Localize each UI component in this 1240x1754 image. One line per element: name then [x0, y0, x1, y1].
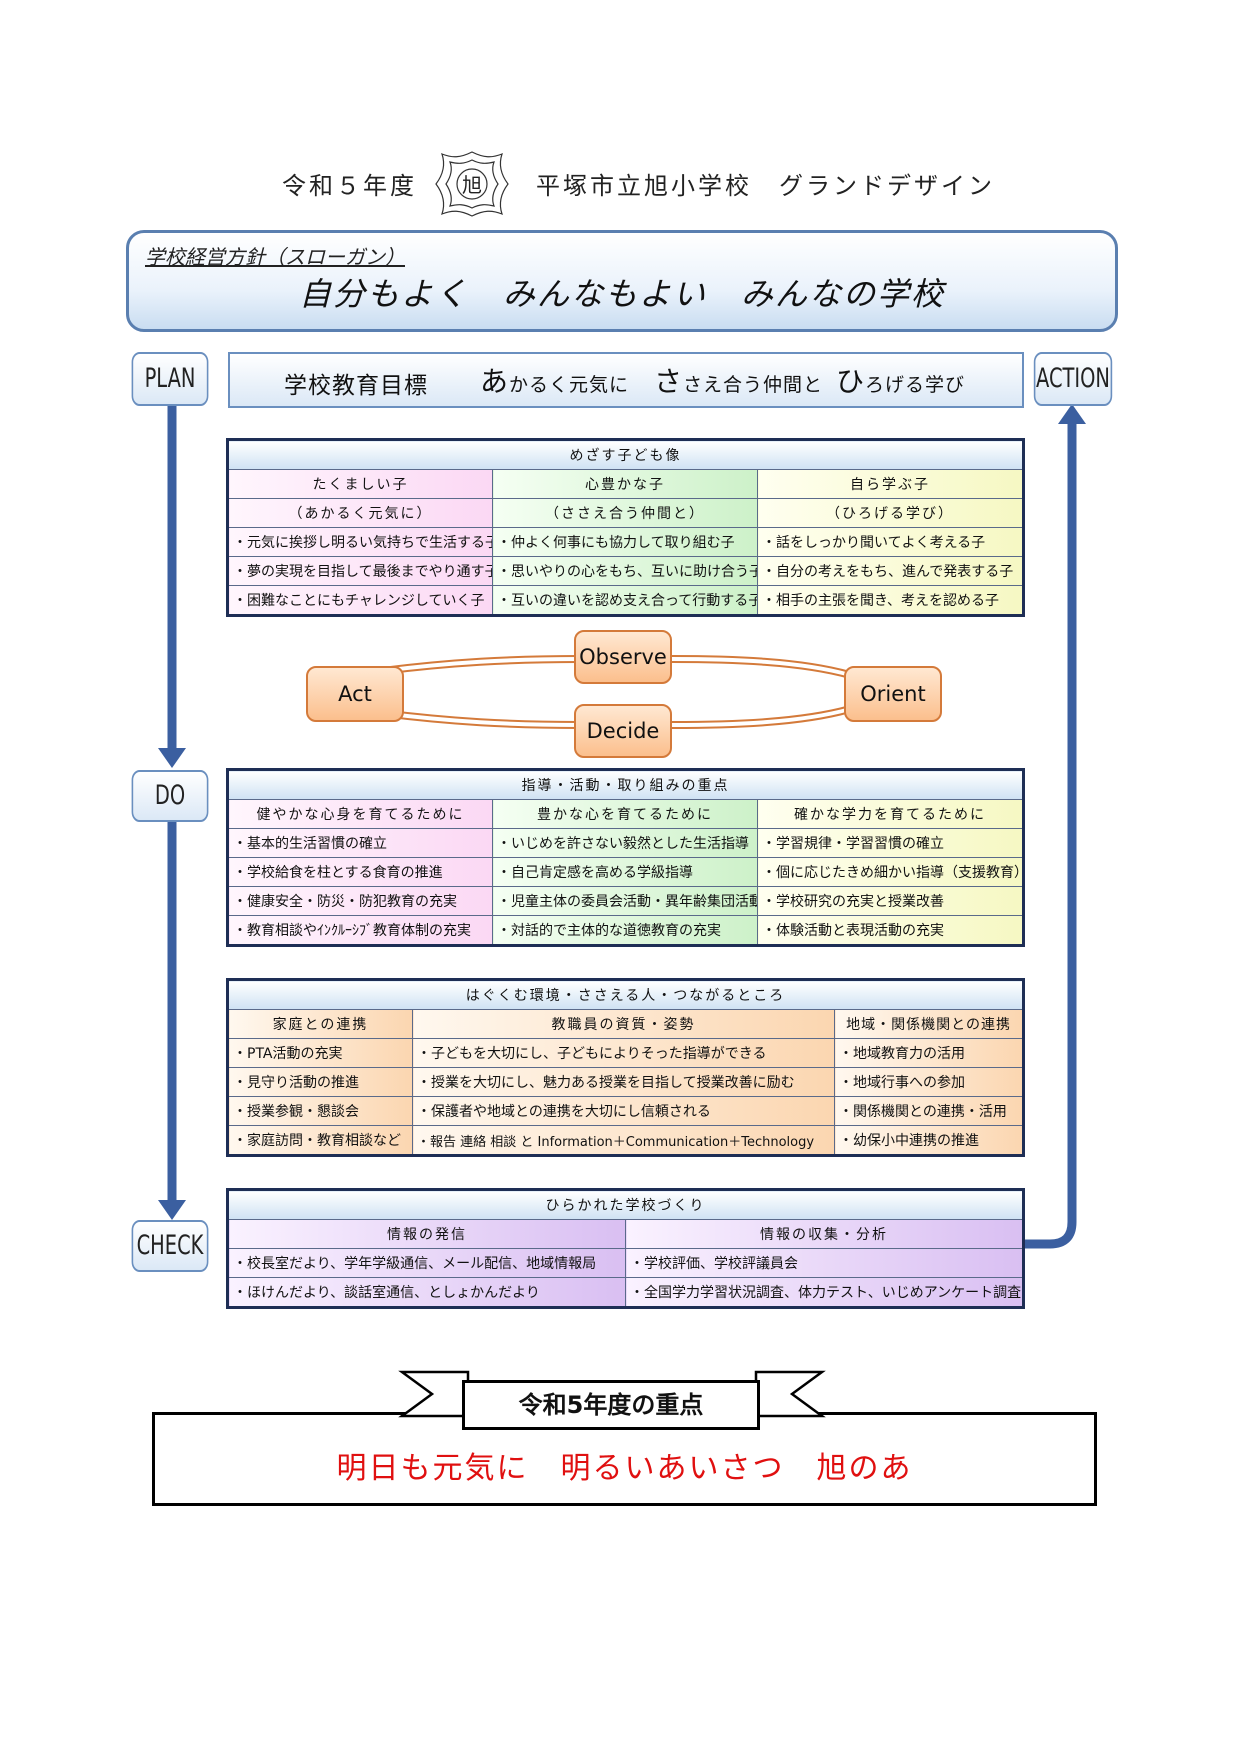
plan-box: PLAN [131, 352, 209, 406]
ooda-act: Act [306, 666, 404, 722]
table-cell: ・学校給食を柱とする食育の推進 [227, 857, 493, 887]
table-cell: ・学校評価、学校評議員会 [625, 1248, 1024, 1278]
table-cell: ・報告 連絡 相談 と Information＋Communication＋Te… [412, 1125, 835, 1156]
open-school-table: ひらかれた学校づくり 情報の発信 情報の収集・分析 ・校長室だより、学年学級通信… [226, 1188, 1025, 1309]
column-header: たくましい子 [227, 469, 493, 499]
column-header: 教職員の資質・姿勢 [412, 1009, 835, 1039]
table-cell: ・健康安全・防災・防犯教育の充実 [227, 886, 493, 916]
ooda-decide: Decide [574, 704, 672, 758]
slogan-text: 自分もよく みんなもよい みんなの学校 [298, 275, 945, 313]
table-cell: ・家庭訪問・教育相談など [227, 1125, 413, 1156]
column-subheader: （あかるく元気に） [227, 498, 493, 528]
table-cell: ・基本的生活習慣の確立 [227, 828, 493, 858]
table-cell: ・児童主体の委員会活動・異年齢集団活動 [492, 886, 758, 916]
table-cell: ・仲よく何事にも協力して取り組む子 [492, 527, 758, 557]
year-label: 令和５年度 [282, 172, 417, 200]
goal-phrase-2: ささえ合う仲間と [654, 365, 824, 398]
column-header: 自ら学ぶ子 [757, 469, 1024, 499]
table-cell: ・困難なことにもチャレンジしていく子 [227, 585, 493, 616]
table-cell: ・教育相談やｲﾝｸﾙｰｼﾌﾞ教育体制の充実 [227, 915, 493, 946]
table-cell: ・話をしっかり聞いてよく考える子 [757, 527, 1024, 557]
table-cell: ・学習規律・学習習慣の確立 [757, 828, 1024, 858]
school-title: 平塚市立旭小学校 グランドデザイン [536, 172, 995, 200]
column-subheader: （ささえ合う仲間と） [492, 498, 758, 528]
table-cell: ・個に応じたきめ細かい指導（支援教育） [757, 857, 1024, 887]
title-row: 令和５年度 旭 平塚市立旭小学校 グランドデザイン [0, 148, 1240, 228]
table-cell: ・授業を大切にし、魅力ある授業を目指して授業改善に励む [412, 1067, 835, 1097]
column-header: 家庭との連携 [227, 1009, 413, 1039]
goal-phrase-3: ひろげる学び [836, 365, 966, 398]
table-cell: ・思いやりの心をもち、互いに助け合う子 [492, 556, 758, 586]
table-cell: ・元気に挨拶し明るい気持ちで生活する子 [227, 527, 493, 557]
table-cell: ・ほけんだより、談話室通信、としょかんだより [227, 1277, 626, 1308]
focus-points-table: 指導・活動・取り組みの重点 健やかな心身を育てるために 豊かな心を育てるために … [226, 768, 1025, 947]
annual-focus-label: 令和5年度の重点 [462, 1380, 760, 1430]
open-school-title: ひらかれた学校づくり [227, 1189, 1024, 1220]
check-to-action-arrow [1022, 424, 1077, 1249]
column-header: 地域・関係機関との連携 [833, 1009, 1025, 1039]
column-subheader: （ひろげる学び） [757, 498, 1024, 528]
column-header: 情報の収集・分析 [625, 1219, 1024, 1249]
table-cell: ・校長室だより、学年学級通信、メール配信、地域情報局 [227, 1248, 626, 1278]
table-cell: ・地域教育力の活用 [833, 1038, 1025, 1068]
school-goal-box: 学校教育目標 あかるく元気に ささえ合う仲間と ひろげる学び [228, 352, 1024, 408]
action-box: ACTION [1033, 352, 1113, 406]
column-header: 心豊かな子 [492, 469, 758, 499]
table-cell: ・体験活動と表現活動の充実 [757, 915, 1024, 946]
goal-label: 学校教育目標 [284, 373, 428, 399]
table-cell: ・授業参観・懇談会 [227, 1096, 413, 1126]
environment-table: はぐくむ環境・ささえる人・つながるところ 家庭との連携 教職員の資質・姿勢 地域… [226, 978, 1026, 1157]
table-cell: ・相手の主張を聞き、考えを認める子 [757, 585, 1024, 616]
slogan-label: 学校経営方針（スローガン） [145, 245, 405, 269]
environment-title: はぐくむ環境・ささえる人・つながるところ [226, 979, 1025, 1010]
focus-points-title: 指導・活動・取り組みの重点 [227, 769, 1024, 800]
svg-text:旭: 旭 [462, 173, 482, 197]
table-cell: ・全国学力学習状況調査、体力テスト、いじめアンケート調査 [625, 1277, 1024, 1308]
slogan-box: 学校経営方針（スローガン） 自分もよく みんなもよい みんなの学校 [126, 230, 1118, 332]
do-box: DO [131, 770, 209, 822]
school-emblem-icon: 旭 [435, 151, 509, 217]
table-cell: ・PTA活動の充実 [227, 1038, 413, 1068]
table-cell: ・学校研究の充実と授業改善 [757, 886, 1024, 916]
table-cell: ・対話的で主体的な道徳教育の充実 [492, 915, 758, 946]
annual-focus-text: 明日も元気に 明るいあいさつ 旭のあ [336, 1451, 913, 1486]
column-header: 豊かな心を育てるために [492, 799, 758, 829]
table-cell: ・幼保小中連携の推進 [833, 1125, 1025, 1156]
table-cell: ・互いの違いを認め支え合って行動する子 [492, 585, 758, 616]
table-cell: ・自己肯定感を高める学級指導 [492, 857, 758, 887]
ooda-orient: Orient [844, 666, 942, 722]
check-box: CHECK [131, 1220, 209, 1272]
goal-phrase-1: あかるく元気に [480, 365, 630, 398]
table-cell: ・関係機関との連携・活用 [833, 1096, 1025, 1126]
column-header: 確かな学力を育てるために [757, 799, 1024, 829]
table-cell: ・保護者や地域との連携を大切にし信頼される [412, 1096, 835, 1126]
ribbon-banner-icon [398, 1370, 826, 1418]
column-header: 情報の発信 [227, 1219, 626, 1249]
table-cell: ・いじめを許さない毅然とした生活指導 [492, 828, 758, 858]
child-image-title: めざす子ども像 [227, 439, 1024, 470]
table-cell: ・子どもを大切にし、子どもによりそった指導ができる [412, 1038, 835, 1068]
column-header: 健やかな心身を育てるために [227, 799, 493, 829]
table-cell: ・夢の実現を目指して最後までやり通す子 [227, 556, 493, 586]
child-image-table: めざす子ども像 たくましい子 心豊かな子 自ら学ぶ子 （あかるく元気に） （ささ… [226, 438, 1025, 617]
ooda-observe: Observe [574, 630, 672, 684]
table-cell: ・地域行事への参加 [833, 1067, 1025, 1097]
table-cell: ・自分の考えをもち、進んで発表する子 [757, 556, 1024, 586]
table-cell: ・見守り活動の推進 [227, 1067, 413, 1097]
